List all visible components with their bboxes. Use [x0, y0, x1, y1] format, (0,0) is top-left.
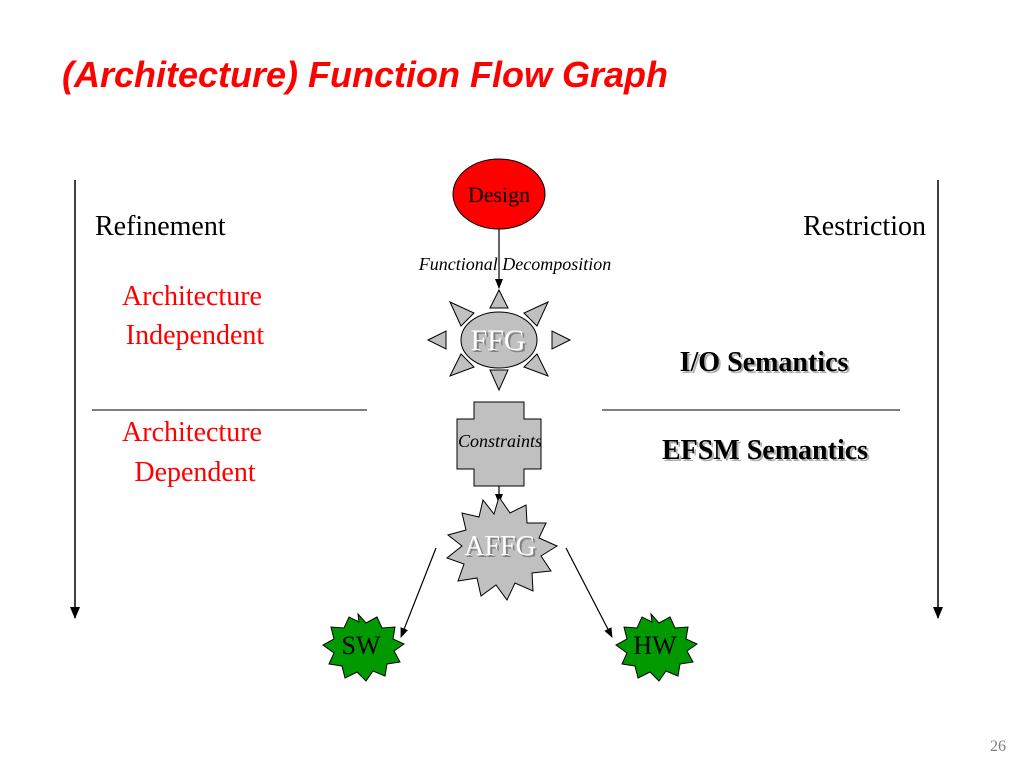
ffg-label-shadow: FFG	[472, 326, 527, 359]
affg-label-shadow: AFFG	[466, 533, 538, 564]
sw-label: SW	[342, 631, 381, 660]
affg-label: AFFG	[464, 531, 536, 562]
ffg-node	[426, 288, 572, 392]
design-label: Design	[468, 182, 530, 207]
efsm-semantics-shadow: EFSM Semantics	[664, 437, 870, 468]
sw-node	[322, 612, 406, 682]
affg-node	[445, 495, 559, 601]
hw-node	[615, 612, 699, 682]
architecture-dependent-line1: Architecture	[122, 417, 262, 448]
io-semantics-shadow: I/O Semantics	[682, 349, 851, 380]
page-number: 26	[990, 738, 1006, 755]
functional-decomposition-label: Functional Decomposition	[418, 254, 611, 274]
architecture-dependent-line2: Dependent	[134, 457, 256, 488]
slide-title: (Architecture) Function Flow Graph	[62, 54, 669, 95]
ffg-label: FFG	[470, 324, 525, 357]
io-semantics-label: I/O Semantics	[680, 347, 849, 378]
architecture-independent-line2: Independent	[126, 320, 265, 351]
refinement-label: Refinement	[95, 211, 226, 242]
constraints-label: Constraints	[458, 431, 542, 451]
affg-to-hw-arrow	[565, 547, 613, 638]
constraints-node	[456, 401, 542, 487]
restriction-label: Restriction	[803, 211, 926, 242]
hw-label: HW	[633, 631, 677, 660]
architecture-independent-line1: Architecture	[122, 281, 262, 312]
efsm-semantics-label: EFSM Semantics	[662, 435, 868, 466]
affg-to-sw-arrow	[400, 547, 437, 638]
